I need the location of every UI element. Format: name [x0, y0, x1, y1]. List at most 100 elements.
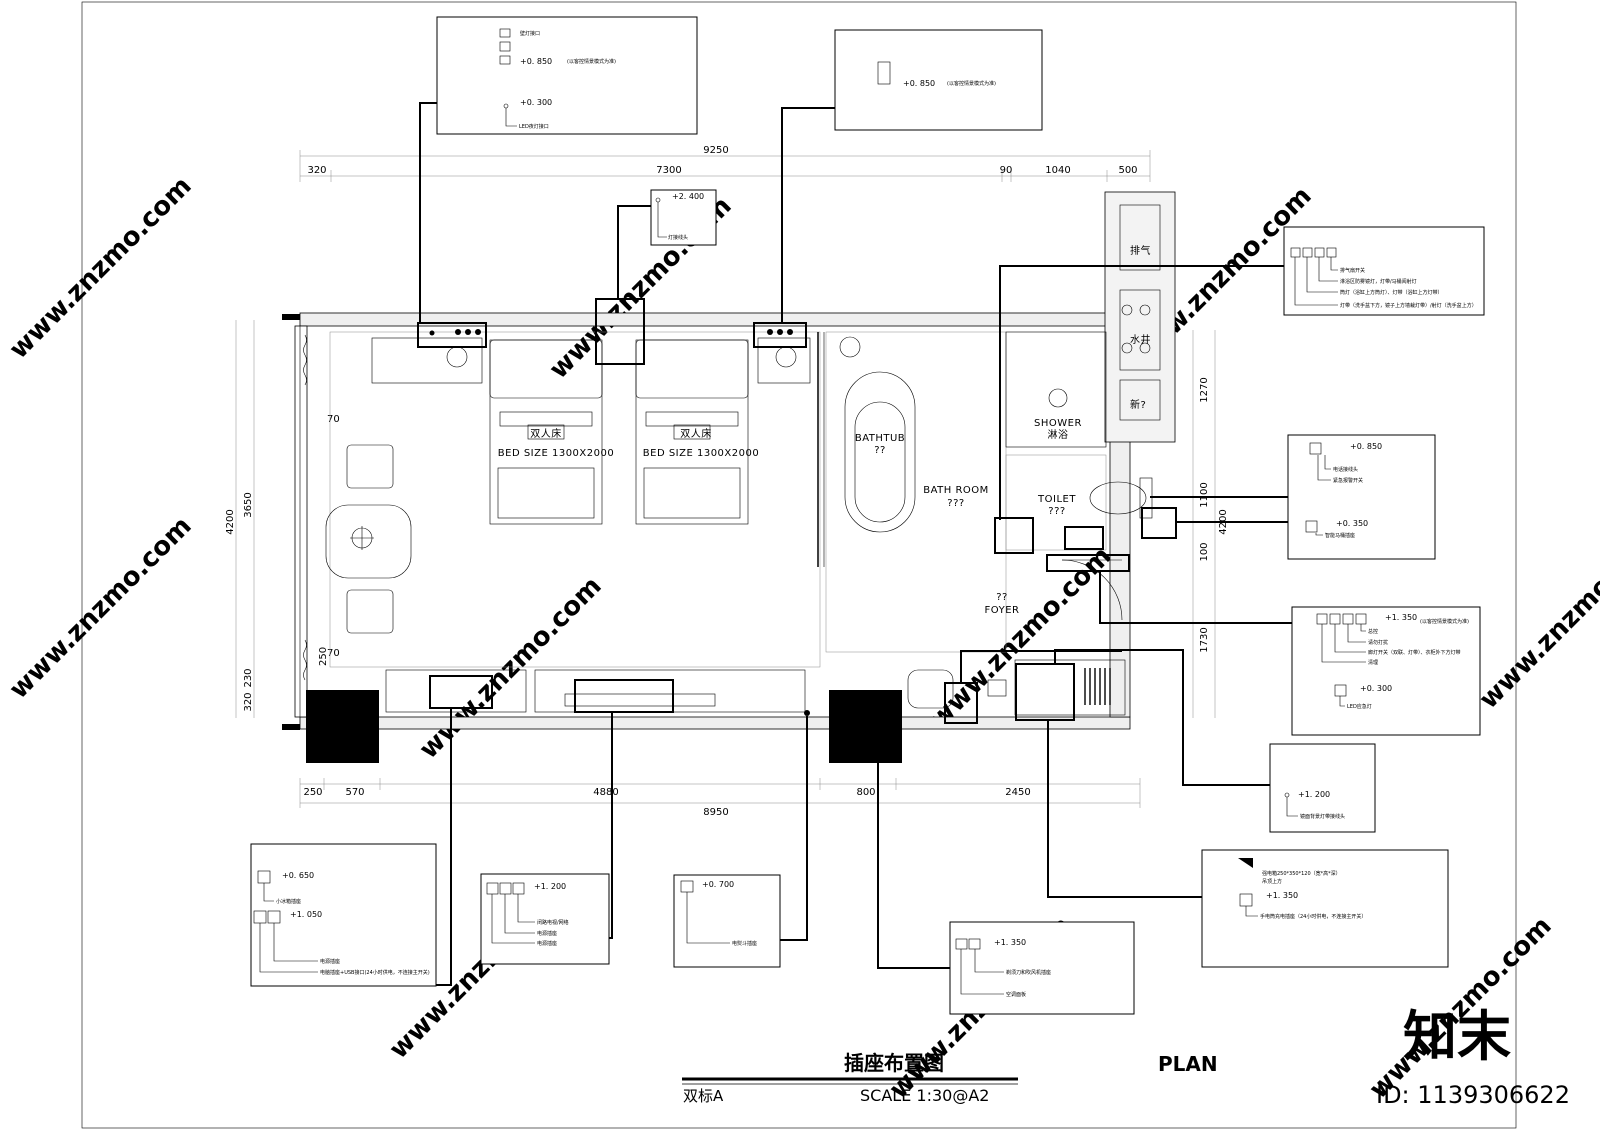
socket-icon	[486, 882, 499, 895]
brand-watermark: 知末	[1403, 1005, 1511, 1068]
callout-text: 总控	[1368, 628, 1378, 635]
switch-icon	[1290, 247, 1301, 258]
callout-level: +0. 350	[1336, 519, 1368, 528]
callout-text: 筒灯（浴缸上方筒灯）、灯带（浴缸上方灯带）	[1340, 289, 1443, 296]
bottom-dimensions: 250 570 4880 800 2450 8950	[299, 778, 1141, 818]
fresh-air-label: 新?	[1130, 398, 1146, 411]
bed-size-label: BED SIZE 1300X2000	[498, 448, 614, 459]
socket-group-foyer-panel	[1046, 554, 1130, 572]
toilet-room	[1005, 454, 1107, 551]
shower-stall	[1005, 331, 1107, 448]
socket-group-headboard-left	[417, 322, 487, 348]
dim-right-seg: 1730	[1199, 627, 1210, 652]
callout-text: 请勿打扰	[1368, 639, 1388, 646]
dim-bottom-seg: 4880	[593, 787, 618, 798]
shower-label-cn: 淋浴	[1048, 428, 1069, 441]
dim-bottom-seg: 250	[303, 787, 322, 798]
dim-bottom-seg: 800	[856, 787, 875, 798]
dim-250: 250	[318, 647, 329, 666]
callout-text: 电源插座	[320, 958, 340, 965]
callout-tv-sockets: +1. 200 闭路电视/网络 电源插座 电源插座	[480, 873, 610, 965]
dim-right-seg: 1100	[1199, 482, 1210, 507]
dim-left-outer: 4200	[225, 509, 236, 534]
watermark-5: www.znzmo.com	[414, 571, 608, 765]
callout-bath-switches: 排气扇开关 淋浴区防雾镜灯，灯带/马桶阅射灯 筒灯（浴缸上方筒灯）、灯带（浴缸上…	[1283, 226, 1485, 316]
callout-level: +0. 700	[702, 880, 734, 889]
socket-icon	[499, 41, 511, 52]
socket-wall-light	[595, 298, 645, 365]
tv-outlet-icon	[512, 882, 525, 895]
foyer-label-cn: ??	[996, 592, 1008, 603]
socket-group-toilet	[1141, 507, 1177, 539]
leader-lines	[419, 102, 1292, 986]
dim-70: 70	[327, 414, 340, 425]
callout-mirror-light: +1. 200 镜面背景灯带接线头	[1269, 743, 1376, 833]
shaft-block	[1104, 191, 1176, 443]
cabinet	[385, 669, 527, 713]
callout-level: +0. 850	[520, 57, 552, 66]
callout-text: 闭路电视/网络	[537, 919, 569, 926]
scale-label: SCALE 1:30@A2	[860, 1086, 989, 1105]
top-dimensions: 9250 320 7300 90 1040 500	[299, 145, 1151, 182]
dim-top-seg: 1040	[1045, 165, 1070, 176]
callout-level: +0. 850	[1350, 442, 1382, 451]
callout-level: +1. 200	[1298, 790, 1330, 799]
callout-text: 淋浴区防雾镜灯，灯带/马桶阅射灯	[1340, 278, 1417, 285]
callout-text: 吊顶上方	[1262, 878, 1282, 885]
socket-group-bath	[994, 517, 1034, 554]
column-mid	[829, 690, 902, 763]
dim-left-inner: 3650	[243, 492, 254, 517]
socket-group-cabinet	[429, 675, 493, 709]
callout-level: +1. 350	[1385, 613, 1417, 622]
callout-text: 小冰箱插座	[276, 898, 301, 905]
callout-level: +2. 400	[672, 192, 704, 201]
callout-scene-panel: +0. 850 (以客控情景模式为准)	[834, 29, 1043, 131]
phone-icon	[1309, 442, 1322, 455]
callout-level: +1. 350	[1266, 891, 1298, 900]
floor-plan: 排气 水井 新? 双人床	[282, 191, 1176, 763]
toilet-label: TOILET	[1037, 494, 1076, 505]
callout-level: +1. 350	[994, 938, 1026, 947]
bathtub	[844, 371, 916, 533]
socket-icon	[877, 61, 891, 85]
callout-phone-toilet: +0. 850 电话接线头 紧急报警开关 +0. 350 智能马桶插座	[1287, 434, 1436, 560]
dim-right-seg: 100	[1199, 542, 1210, 561]
power-box-icon	[1238, 858, 1253, 868]
callout-text: 灯接线头	[668, 234, 688, 241]
callout-level: +1. 200	[534, 882, 566, 891]
window-left	[294, 325, 308, 718]
socket-icon	[955, 938, 968, 950]
right-dimensions: 1270 1100 100 1730 4200	[1192, 330, 1229, 718]
emergency-light-icon	[1334, 684, 1347, 697]
callout-text: 镜面背景灯带接线头	[1300, 813, 1345, 820]
callout-note: (以客控情景模式为准)	[567, 58, 616, 65]
dim-top-seg: 320	[307, 165, 326, 176]
callout-text: 手电筒充电插座（24小时供电，不连接主开关）	[1260, 913, 1366, 920]
dim-top-seg: 500	[1118, 165, 1137, 176]
callout-wall-light: 壁灯接口 +0. 850 (以客控情景模式为准) +0. 300 LED夜灯接口	[436, 16, 698, 135]
switch-icon	[1326, 247, 1337, 258]
callout-iron: +0. 700 电熨斗插座	[673, 874, 781, 968]
socket-icon	[499, 882, 512, 895]
armchair	[346, 589, 394, 634]
wall-top	[299, 312, 1131, 327]
callout-text: LED应急灯	[1347, 703, 1372, 710]
callout-text: 电脑插座+USB接口(24小时供电，不连接主开关)	[320, 969, 430, 976]
callout-shaver: +1. 350 剃须刀和吹风机插座 空调面板	[949, 921, 1135, 1015]
callout-text: 电源插座	[537, 940, 557, 947]
sheet-border	[81, 1, 1517, 1129]
callout-text: 灯带（洗手盆下方，镜子上方墙裁灯带）/射灯（洗手盆上方）	[1340, 302, 1477, 309]
room-type-label: 双标A	[683, 1087, 724, 1105]
bed-2: 双人床 BED SIZE 1300X2000	[635, 337, 811, 525]
socket-group-tv	[574, 679, 674, 713]
callout-level: +0. 650	[282, 871, 314, 880]
socket-icon	[1305, 520, 1318, 533]
callout-text: 空调面板	[1006, 991, 1026, 998]
callout-light-junction: +2. 400 灯接线头	[650, 189, 717, 246]
column-left	[306, 690, 379, 763]
callout-text: 壁灯接口	[520, 30, 540, 37]
dim-left-small: 230	[243, 668, 254, 687]
dim-70: 70	[327, 648, 340, 659]
callout-note: (以客控情景模式为准)	[947, 80, 996, 87]
